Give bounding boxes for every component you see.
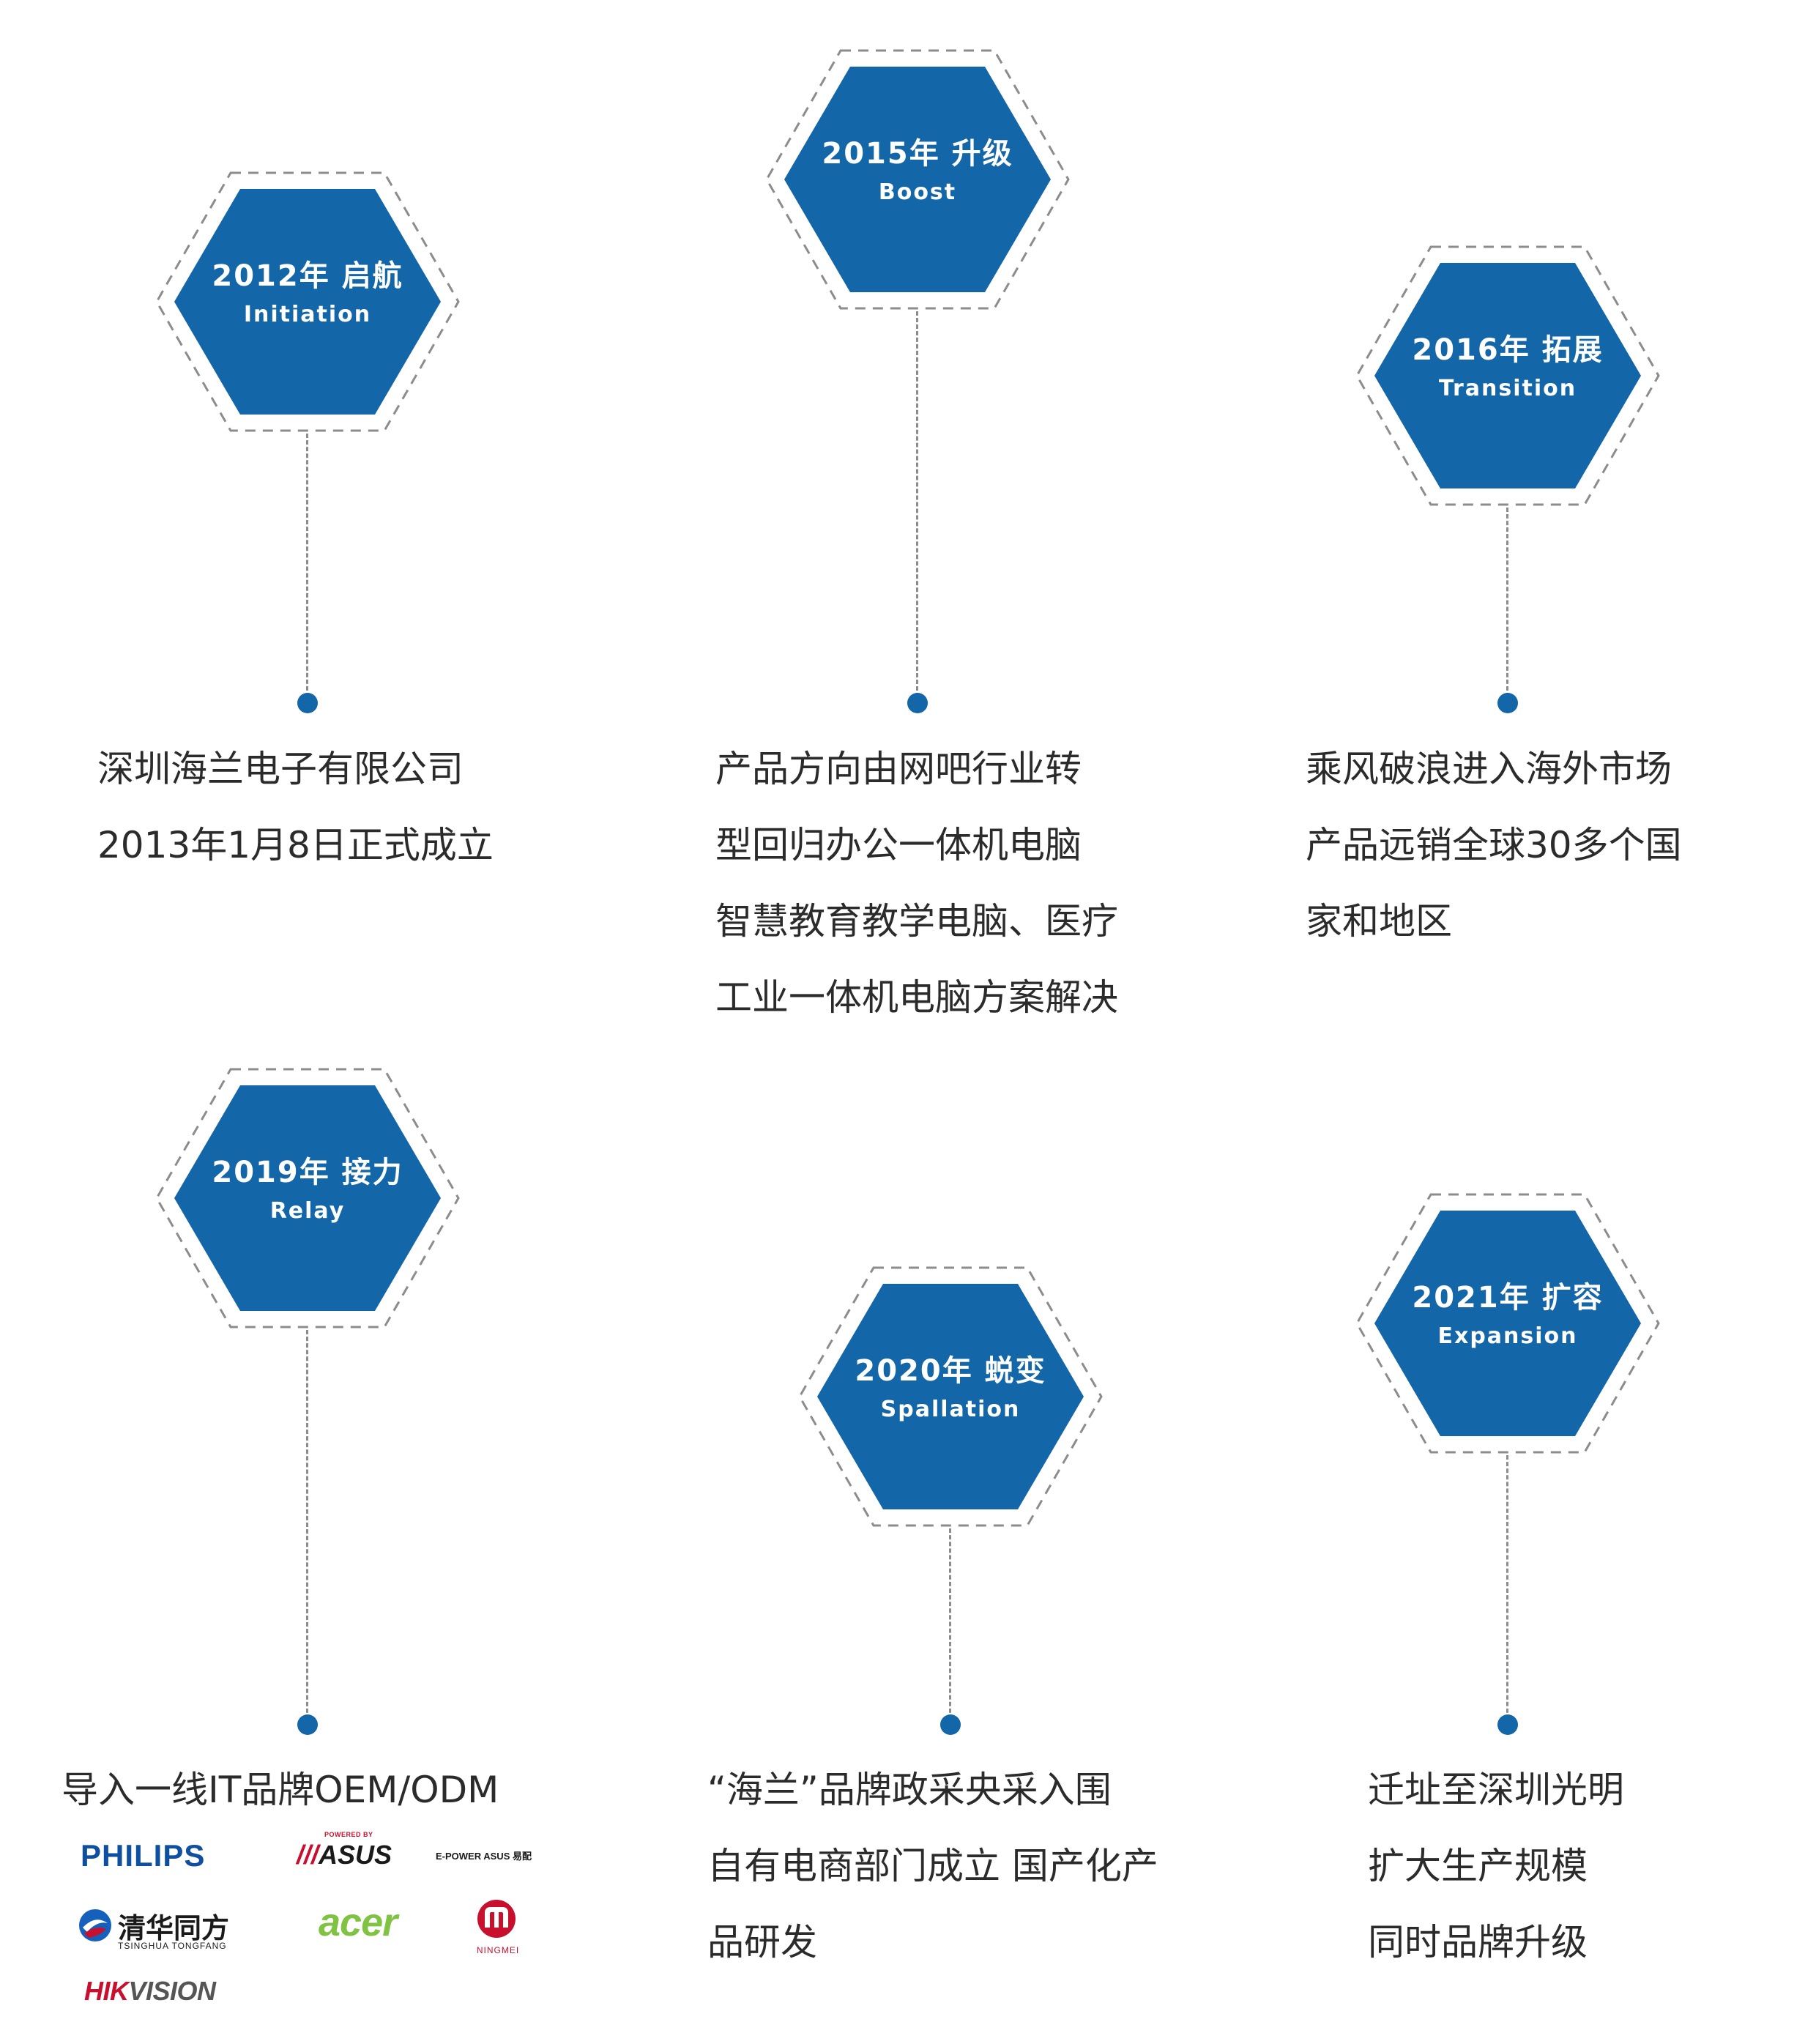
- milestone-description: 深圳海兰电子有限公司 2013年1月8日正式成立: [97, 731, 494, 883]
- description-line: 型回归办公一体机电脑: [715, 824, 1082, 866]
- hexagon-shape: [1355, 245, 1660, 506]
- milestone-year: 2015年 升级: [822, 137, 1013, 171]
- asus-label: ASUS: [319, 1840, 392, 1870]
- description-line: 产品方向由网吧行业转: [715, 748, 1082, 790]
- timeline-dot: [1497, 693, 1518, 713]
- milestone-description: 乘风破浪进入海外市场 产品远销全球30多个国 家和地区: [1306, 731, 1682, 959]
- description-line: 导入一线IT品牌OEM/ODM: [62, 1769, 499, 1811]
- dashed-connector: [1506, 1455, 1508, 1720]
- milestone-year: 2021年 扩容: [1412, 1281, 1604, 1315]
- ningmei-mark-icon: [477, 1900, 516, 1938]
- hexagon-shape: [765, 49, 1070, 310]
- dashed-connector: [916, 311, 918, 697]
- dashed-connector: [949, 1528, 951, 1720]
- hikvision-logo: HIKVISION: [84, 1976, 216, 2007]
- hexagon-shape: [798, 1266, 1103, 1527]
- hexagon-shape: [1355, 1193, 1660, 1454]
- tsinghua-swirl-icon: [79, 1909, 111, 1941]
- milestone-description: “海兰”品牌政采央采入围 自有电商部门成立 国产化产 品研发: [707, 1752, 1158, 1980]
- description-line: 深圳海兰电子有限公司: [97, 748, 464, 790]
- asus-powered-label: POWERED BY: [324, 1831, 373, 1838]
- description-line: 智慧教育教学电脑、医疗: [715, 900, 1118, 943]
- milestone-year: 2012年 启航: [212, 259, 403, 293]
- tsinghua-en-label: TSINGHUA TONGFANG: [118, 1941, 227, 1951]
- acer-logo: acer: [319, 1900, 398, 1944]
- milestone-subtitle: Initiation: [243, 302, 372, 327]
- description-line: 同时品牌升级: [1368, 1921, 1588, 1963]
- hexagon-badge: 2019年 接力 Relay: [154, 1066, 461, 1330]
- milestone-year: 2020年 蜕变: [855, 1354, 1046, 1388]
- description-line: 迁址至深圳光明: [1368, 1769, 1624, 1811]
- description-line: 工业一体机电脑方案解决: [715, 976, 1118, 1019]
- hikvision-label-b: VISION: [128, 1976, 217, 2006]
- tsinghua-tongfang-logo: 清华同方 TSINGHUA TONGFANG: [77, 1906, 245, 1957]
- hexagon-badge: 2016年 拓展 Transition: [1354, 244, 1661, 508]
- hexagon-shape: [155, 1068, 460, 1328]
- timeline-dot: [907, 693, 928, 713]
- asus-epower-logo: E-POWER ASUS 易配: [436, 1851, 532, 1862]
- ningmei-logo: NINGMEI: [469, 1898, 527, 1964]
- milestone-subtitle: Boost: [878, 179, 957, 205]
- dashed-connector: [306, 434, 308, 697]
- description-line: 家和地区: [1306, 900, 1452, 943]
- hikvision-label-a: HIK: [84, 1976, 129, 2006]
- description-line: 自有电商部门成立 国产化产: [707, 1845, 1158, 1887]
- dashed-connector: [306, 1330, 308, 1720]
- hexagon-badge: 2012年 启航 Initiation: [154, 170, 461, 434]
- milestone-description: 产品方向由网吧行业转 型回归办公一体机电脑 智慧教育教学电脑、医疗 工业一体机电…: [715, 731, 1118, 1036]
- dashed-connector: [1506, 508, 1508, 697]
- milestone-description: 迁址至深圳光明 扩大生产规模 同时品牌升级: [1368, 1752, 1624, 1980]
- partner-logos: PHILIPS POWERED BY ///ASUS E-POWER ASUS …: [73, 1831, 571, 2036]
- hexagon-badge: 2015年 升级 Boost: [764, 48, 1071, 311]
- hexagon-shape: [155, 171, 460, 432]
- timeline-dot: [940, 1714, 961, 1735]
- timeline-dot: [297, 693, 318, 713]
- milestone-subtitle: Relay: [269, 1198, 346, 1224]
- hexagon-badge: 2020年 蜕变 Spallation: [797, 1265, 1104, 1528]
- description-line: 产品远销全球30多个国: [1306, 824, 1682, 866]
- hexagon-badge: 2021年 扩容 Expansion: [1354, 1192, 1661, 1455]
- timeline-dot: [297, 1714, 318, 1735]
- description-line: “海兰”品牌政采央采入围: [707, 1769, 1112, 1811]
- milestone-subtitle: Expansion: [1437, 1323, 1578, 1349]
- milestone-subtitle: Spallation: [880, 1397, 1021, 1422]
- description-line: 乘风破浪进入海外市场: [1306, 748, 1672, 790]
- description-line: 扩大生产规模: [1368, 1845, 1588, 1887]
- asus-stripes-icon: ///: [297, 1840, 319, 1870]
- philips-logo: PHILIPS: [81, 1838, 206, 1873]
- milestone-year: 2019年 接力: [212, 1156, 403, 1189]
- timeline-dot: [1497, 1714, 1518, 1735]
- description-line: 品研发: [707, 1921, 817, 1963]
- description-line: 2013年1月8日正式成立: [97, 824, 494, 866]
- milestone-subtitle: Transition: [1438, 376, 1577, 401]
- asus-logo: POWERED BY ///ASUS: [297, 1831, 392, 1870]
- ningmei-label: NINGMEI: [476, 1945, 520, 1955]
- milestone-description: 导入一线IT品牌OEM/ODM: [62, 1752, 499, 1828]
- tsinghua-cn-label: 清华同方: [118, 1912, 230, 1944]
- milestone-year: 2016年 拓展: [1412, 333, 1604, 367]
